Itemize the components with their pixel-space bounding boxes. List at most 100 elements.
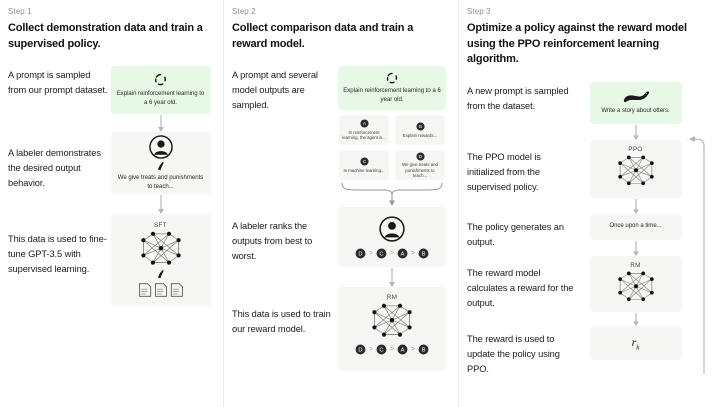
generated-output-text: Once upon a time... [609, 222, 662, 230]
step-2-caption-rank: A labeler ranks the outputs from best to… [232, 221, 313, 262]
down-arrow-icon [156, 114, 166, 134]
step-2-figure-rm: RM [336, 287, 448, 372]
step-3-figure-ppo: PPO [579, 139, 710, 216]
rank-separator: > [389, 250, 395, 258]
sampled-output-d-text: We give treats and punishments to teach.… [402, 162, 438, 179]
down-arrow-icon [387, 267, 397, 289]
svg-text:D: D [358, 348, 362, 354]
neural-network-icon [614, 153, 658, 189]
step-2-label: Step 2 [232, 7, 256, 16]
reward-scalar-box[interactable]: rk [589, 325, 682, 360]
step-2-column: Step 2 Collect comparison data and train… [223, 0, 458, 407]
ranking-row: D > C > A > [355, 344, 429, 355]
sampled-output-b-text: Explain rewards... [402, 132, 438, 138]
down-arrow-icon [631, 240, 641, 258]
step-3-body: A new prompt is sampled from the dataset… [467, 81, 710, 377]
brace-down-arrow-icon [339, 181, 445, 207]
step-1-caption-sft: This data is used to fine-tune GPT-3.5 w… [8, 234, 107, 275]
rank-item-3: A [397, 344, 408, 355]
step-3-row-prompt: A new prompt is sampled from the dataset… [467, 81, 710, 142]
letter-b-icon: B [415, 122, 425, 131]
ranking-row: D > C > A > [355, 248, 429, 259]
rm-model-label: RM [630, 261, 641, 269]
ppo-model-label: PPO [628, 145, 643, 153]
rank-item-2: C [376, 248, 387, 259]
sampled-output-c[interactable]: C In machine learning... [339, 150, 389, 181]
neural-network-icon [137, 229, 185, 269]
otter-icon [622, 90, 650, 104]
rank-separator: > [411, 250, 416, 258]
step-1-figure-prompt: Explain reinforcement learning to a 6 ye… [108, 66, 213, 134]
sampled-output-b[interactable]: B Explain rewards... [395, 115, 445, 146]
step-3-figure-rm: RM [579, 255, 710, 328]
recycle-icon [153, 72, 168, 87]
neural-network-icon [368, 301, 416, 341]
step-2-row-rank: A labeler ranks the outputs from best to… [232, 207, 448, 289]
neural-network-icon [614, 269, 658, 305]
sft-model-label: SFT [154, 222, 167, 230]
letter-a-icon: A [359, 119, 369, 128]
letter-c-icon: C [359, 157, 369, 166]
svg-text:B: B [422, 252, 426, 258]
svg-text:B: B [422, 348, 426, 354]
sampled-output-a-text: In reinforcement learning, the agent is.… [342, 129, 386, 141]
step-2-body: A prompt and several model outputs are s… [232, 66, 448, 372]
prompt-text: Write a story about otters. [601, 106, 670, 114]
step-3-row-ppo: The PPO model is initialized from the su… [467, 139, 710, 216]
letter-d-icon: D [415, 152, 425, 161]
rank-separator: > [368, 250, 373, 258]
rm-model-label: RM [386, 294, 398, 302]
step-3-caption-ppo: The PPO model is initialized from the su… [467, 151, 541, 192]
step-3-title: Optimize a policy against the reward mod… [467, 22, 687, 66]
sampled-output-d[interactable]: D We give treats and punishments to teac… [395, 150, 445, 181]
generated-output-box[interactable]: Once upon a time... [589, 213, 682, 240]
step-2-title: Collect comparison data and train a rewa… [232, 22, 414, 50]
prompt-text: Explain reinforcement learning to a 6 ye… [116, 90, 205, 107]
step-1-row-sft: This data is used to fine-tune GPT-3.5 w… [8, 214, 213, 307]
svg-text:D: D [418, 154, 422, 159]
step-2-caption-rm: This data is used to train our reward mo… [232, 309, 331, 335]
step-1-row-prompt: A prompt is sampled from our prompt data… [8, 66, 213, 134]
sft-model-box[interactable]: SFT [110, 214, 211, 307]
step-3-caption-prompt: A new prompt is sampled from the dataset… [467, 85, 569, 111]
step-1-title: Collect demonstration data and train a s… [8, 22, 203, 50]
rank-item-1: D [355, 248, 366, 259]
reward-symbol: rk [631, 334, 640, 352]
rank-separator: > [411, 346, 416, 354]
step-2-figure-sample: Explain reinforcement learning to a 6 ye… [336, 66, 448, 207]
step-3-figure-prompt: Write a story about otters. [579, 81, 710, 142]
step-1-column: Step 1 Collect demonstration data and tr… [0, 0, 223, 407]
svg-text:C: C [362, 159, 366, 164]
rm-model-box[interactable]: RM [338, 287, 446, 372]
sampled-output-c-text: In machine learning... [343, 167, 385, 173]
sampled-outputs-grid: A In reinforcement learning, the agent i… [339, 115, 445, 181]
step-3-label: Step 3 [467, 7, 491, 16]
sampled-output-a[interactable]: A In reinforcement learning, the agent i… [339, 115, 389, 146]
step-3-caption-output: The policy generates an output. [467, 221, 564, 247]
down-arrow-icon [631, 198, 641, 216]
labeler-text: We give treats and punishments to teach.… [117, 174, 204, 191]
prompt-box[interactable]: Write a story about otters. [589, 81, 682, 124]
prompt-text: Explain reinforcement learning to a 6 ye… [343, 87, 441, 104]
rank-separator: > [368, 346, 373, 354]
step-1-figure-sft: SFT [108, 214, 213, 307]
prompt-box[interactable]: Explain reinforcement learning to a 6 ye… [338, 66, 446, 111]
prompt-box[interactable]: Explain reinforcement learning to a 6 ye… [110, 66, 211, 115]
pen-icon [156, 161, 165, 172]
step-3-figure-reward: rk [579, 325, 710, 360]
step-3-caption-rm: The reward model calculates a reward for… [467, 267, 574, 308]
rank-separator: > [389, 346, 395, 354]
step-3-row-rm: The reward model calculates a reward for… [467, 255, 710, 328]
step-2-caption-sample: A prompt and several model outputs are s… [232, 70, 318, 111]
step-1-row-labeler: A labeler demonstrates the desired outpu… [8, 132, 213, 216]
down-arrow-icon [156, 194, 166, 216]
ranker-box[interactable]: D > C > A > [338, 207, 446, 268]
step-1-figure-labeler: We give treats and punishments to teach.… [108, 132, 213, 216]
labeler-box[interactable]: We give treats and punishments to teach.… [110, 132, 211, 195]
svg-text:A: A [362, 122, 365, 127]
rank-item-4: B [418, 248, 429, 259]
ppo-model-box[interactable]: PPO [589, 139, 682, 198]
svg-text:C: C [379, 252, 383, 258]
rm-model-box[interactable]: RM [589, 255, 682, 312]
rank-item-4: B [418, 344, 429, 355]
